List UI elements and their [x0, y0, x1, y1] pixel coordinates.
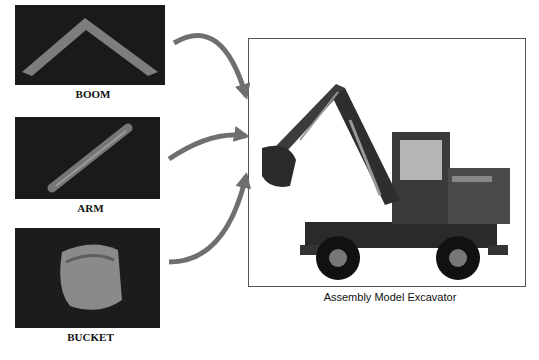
curved-arrow — [169, 176, 246, 262]
part-label: Assembly Model Excavator — [248, 287, 532, 307]
part-label: BUCKET — [15, 328, 166, 346]
part-label: BOOM — [15, 85, 171, 103]
bucket-panel — [15, 228, 160, 328]
bucket-part — [60, 244, 122, 309]
curved-arrow — [174, 35, 246, 96]
boom-part — [22, 18, 158, 76]
assembly-box: Assembly Model Excavator — [248, 38, 532, 307]
curved-arrow — [169, 135, 246, 159]
assembly-frame — [249, 39, 526, 287]
part-panel: BOOM — [15, 5, 171, 103]
part-label: ARM — [15, 199, 166, 217]
arm-part — [52, 128, 128, 188]
excavator-drawing — [262, 84, 510, 280]
arm-panel — [15, 117, 160, 199]
arm-highlight — [56, 131, 126, 186]
part-panel: ARM — [15, 117, 166, 217]
bucket-edge — [66, 255, 114, 262]
part-panel: BUCKET — [15, 228, 166, 346]
boom-panel — [15, 5, 165, 85]
